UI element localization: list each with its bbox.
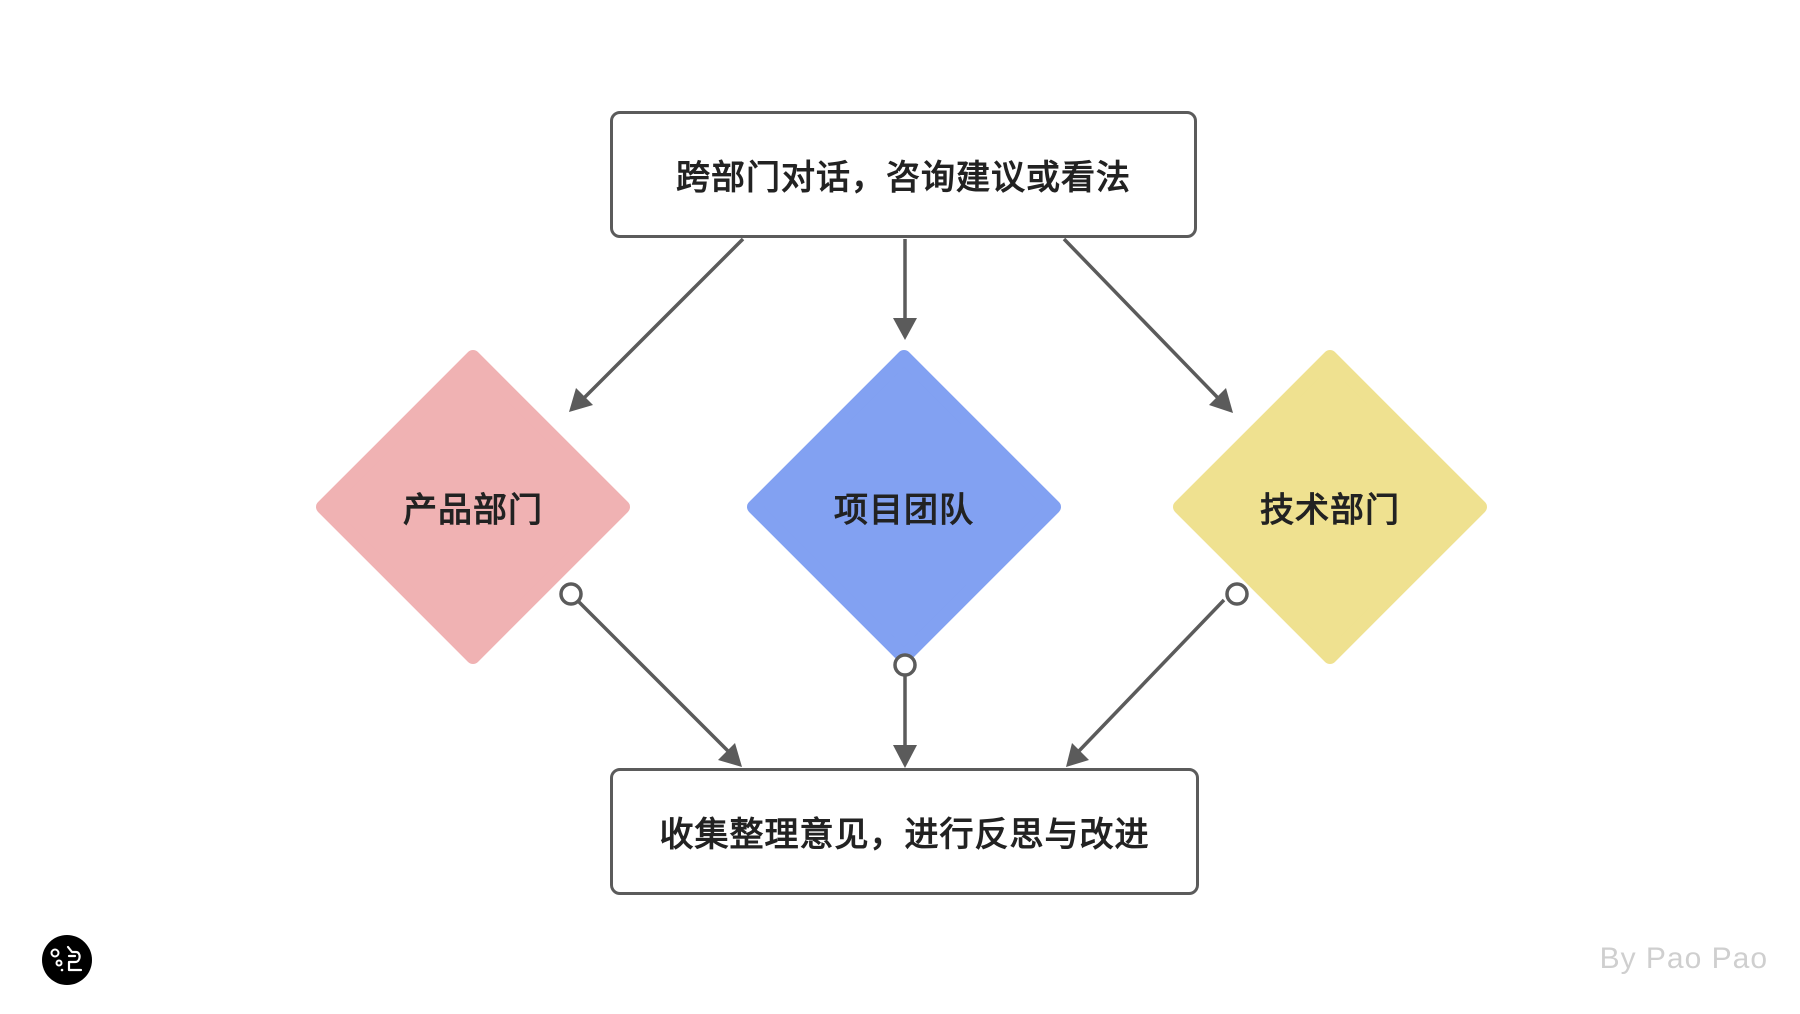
pao-logo-icon — [42, 935, 92, 985]
target-node[interactable]: 收集整理意见，进行反思与改进 — [610, 768, 1199, 895]
connector-product-out[interactable] — [559, 582, 583, 606]
watermark: By Pao Pao — [1599, 942, 1768, 975]
source-node-label: 跨部门对话，咨询建议或看法 — [676, 158, 1131, 198]
edge-source-tech[interactable] — [1062, 237, 1221, 401]
diamond-project-label: 项目团队 — [834, 490, 974, 531]
arrowhead-product — [569, 388, 593, 412]
edge-tech-target[interactable] — [1076, 598, 1226, 754]
diamond-product[interactable] — [316, 350, 630, 664]
connector-project-out[interactable] — [893, 653, 917, 677]
edge-source-product[interactable] — [581, 237, 745, 401]
arrowhead-tech — [1209, 388, 1233, 413]
arrowhead-target-center — [893, 745, 917, 768]
target-node-label: 收集整理意见，进行反思与改进 — [659, 815, 1150, 855]
arrowhead-project — [893, 318, 917, 340]
source-node[interactable]: 跨部门对话，咨询建议或看法 — [610, 111, 1197, 238]
diamond-product-label: 产品部门 — [403, 490, 543, 531]
arrowhead-target-left — [718, 743, 742, 767]
edge-product-target[interactable] — [575, 598, 731, 754]
arrowhead-target-right — [1066, 743, 1089, 767]
diamond-tech-label: 技术部门 — [1260, 490, 1400, 531]
connector-tech-out[interactable] — [1225, 582, 1249, 606]
diamond-tech[interactable] — [1173, 350, 1487, 664]
